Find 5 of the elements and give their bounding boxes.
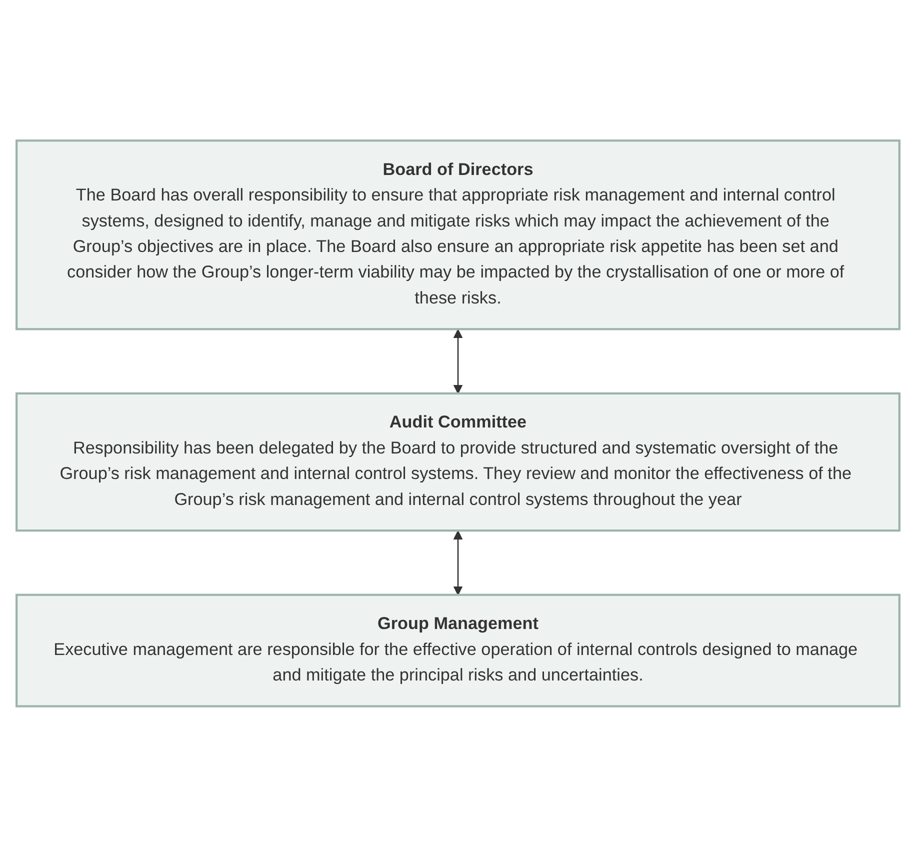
node-box: Board of Directors The Board has overall responsibility to ensure that appropriate risk management and internal control systems, designed to identify, manage and mitigate risks which may impact the achievement of the Group’s objectives are in place. The Board also ensure an appropriate risk appetite has been set and consider how the Group’s longer-term viability may be impacted by the crystallisation of one or more of these risks. bbox=[16, 139, 900, 330]
arrow bbox=[453, 530, 463, 595]
node-box: Group Management Executive management are responsible for the effective operation of internal controls designed to manage and mitigate the principal risks and uncertainties. bbox=[16, 593, 900, 707]
arrow bbox=[453, 328, 463, 394]
node-box: Audit Committee Responsibility has been delegated by the Board to provide structured and systematic oversight of the Group’s risk management and internal control systems. They review and monitor the effectiveness of the Group’s risk management and internal control systems throughout the year bbox=[16, 392, 900, 532]
